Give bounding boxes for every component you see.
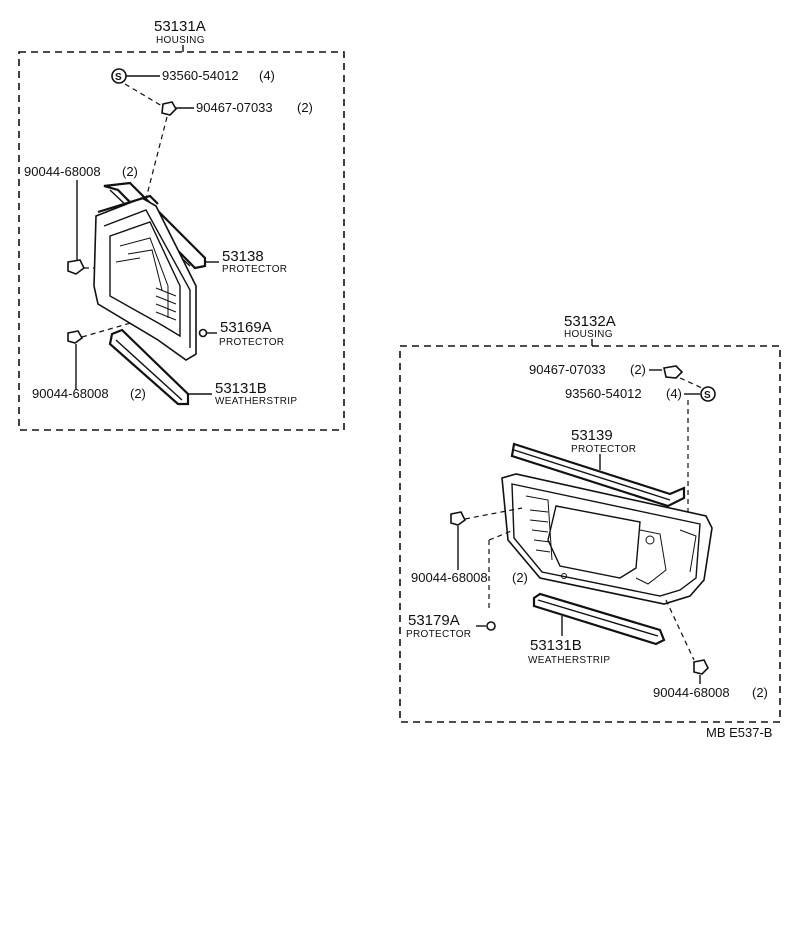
left-screw-symbol: S	[115, 72, 122, 83]
right-clip-top-icon	[450, 511, 467, 526]
right-callout-4-qty: (2)	[512, 570, 528, 585]
right-assembly-frame	[399, 345, 781, 723]
right-callout-5-name: PROTECTOR	[406, 629, 471, 640]
right-screw-icon	[700, 386, 716, 402]
left-assembly-frame	[18, 51, 345, 431]
right-weatherstrip	[532, 592, 666, 646]
right-assembly: 53132A HOUSING 90467-07033 (2) 93560-540…	[399, 313, 781, 723]
right-weatherstrip-inner	[537, 599, 659, 637]
right-clip-bottom-icon	[693, 659, 709, 675]
left-nut-icon	[161, 101, 177, 116]
left-callout-3-qty: (2)	[122, 164, 138, 179]
right-clip-top-dash	[464, 507, 523, 520]
left-screw-to-nut-dash	[124, 83, 163, 107]
left-callout-1-qty: (4)	[259, 68, 275, 83]
left-housing-detail	[115, 237, 169, 318]
right-clip-bottom-dash	[665, 599, 695, 661]
left-weatherstrip	[108, 328, 190, 406]
right-nut-icon	[663, 365, 684, 379]
left-callout-7-name: WEATHERSTRIP	[215, 396, 297, 407]
right-callout-3-part-no: 53139	[571, 427, 613, 444]
right-callout-5-part-no: 53179A	[408, 612, 460, 629]
right-callout-4-part-no: 90044-68008	[411, 570, 488, 585]
right-callout-2-part-no: 93560-54012	[565, 386, 642, 401]
right-callout-3-name: PROTECTOR	[571, 444, 636, 455]
left-clip-bottom-dash	[81, 321, 135, 338]
right-housing-detail	[635, 529, 697, 585]
left-housing-top-edge	[97, 194, 159, 214]
right-housing-name: HOUSING	[564, 329, 613, 340]
right-callout-2-qty: (4)	[666, 386, 682, 401]
right-callout-7-qty: (2)	[752, 685, 768, 700]
right-housing-opening	[547, 505, 641, 579]
left-assembly: 53131A HOUSING S 93560-54012 (4) 90467-0…	[18, 18, 345, 431]
left-callout-5-part-no: 53169A	[220, 319, 272, 336]
diagram-id: MB E537-B	[706, 725, 772, 740]
left-housing-flange	[103, 209, 191, 348]
right-housing-hole	[561, 573, 567, 579]
right-protector-53179a-dash-b	[488, 529, 515, 541]
left-callout-4-name: PROTECTOR	[222, 264, 287, 275]
left-callout-5-name: PROTECTOR	[219, 337, 284, 348]
left-callout-6-part-no: 90044-68008	[32, 386, 109, 401]
left-housing-part-no: 53131A	[154, 18, 206, 35]
right-housing-flange	[511, 483, 701, 597]
right-housing-part-no: 53132A	[564, 313, 616, 330]
right-callout-6-part-no: 53131B	[530, 637, 582, 654]
left-callout-6-qty: (2)	[130, 386, 146, 401]
left-protector-53169a-icon	[198, 328, 208, 338]
right-protector-53139-strip	[510, 442, 686, 508]
left-protector-53138-strip	[103, 181, 207, 270]
right-callout-7-part-no: 90044-68008	[653, 685, 730, 700]
left-housing-opening	[109, 221, 181, 338]
right-screw-symbol: S	[704, 390, 711, 401]
left-clip-top-icon	[67, 259, 86, 275]
right-housing-louvers	[525, 495, 553, 561]
right-nut-to-screw-dash	[679, 377, 703, 389]
left-callout-1-part-no: 93560-54012	[162, 68, 239, 83]
left-weatherstrip-inner	[115, 339, 183, 401]
left-clip-bottom-icon	[67, 330, 84, 344]
right-callout-1-qty: (2)	[630, 362, 646, 377]
left-callout-2-qty: (2)	[297, 100, 313, 115]
right-callout-6-name: WEATHERSTRIP	[528, 655, 610, 666]
right-protector-53139-inner	[513, 449, 671, 501]
left-housing-body	[93, 197, 197, 361]
right-protector-53179a-icon	[486, 621, 496, 631]
left-callout-4-part-no: 53138	[222, 248, 264, 265]
right-housing-body	[501, 473, 713, 605]
left-callout-3-part-no: 90044-68008	[24, 164, 101, 179]
right-callout-1-part-no: 90467-07033	[529, 362, 606, 377]
left-housing-name: HOUSING	[156, 35, 205, 46]
left-housing-louvers	[155, 287, 177, 321]
left-callout-7-part-no: 53131B	[215, 380, 267, 397]
left-callout-2-part-no: 90467-07033	[196, 100, 273, 115]
right-housing-boss	[645, 535, 655, 545]
